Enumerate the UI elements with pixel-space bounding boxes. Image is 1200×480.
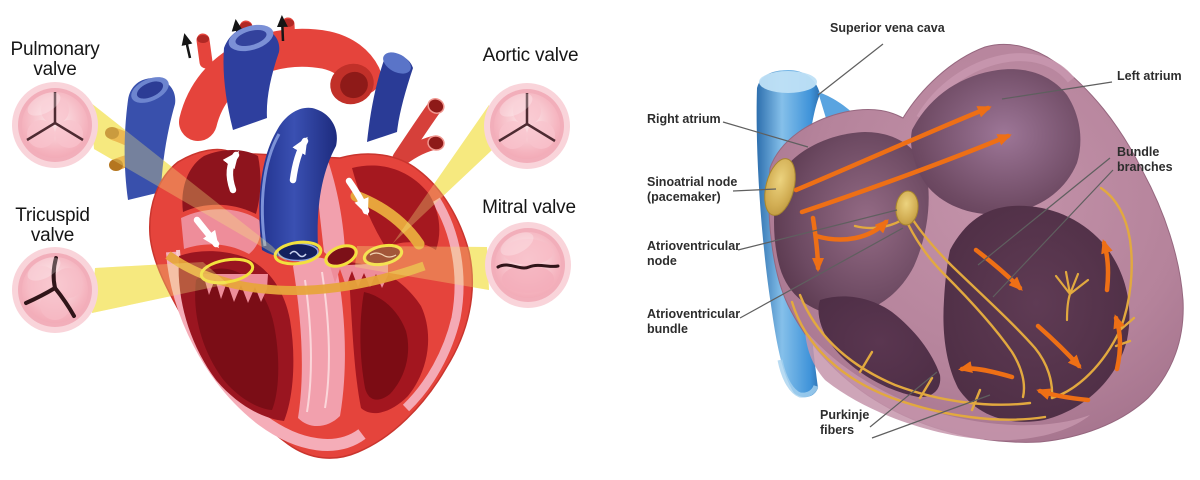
pulmonary-trunk	[259, 107, 337, 262]
valve-diagram-panel: Pulmonary valve Aortic valve Tricuspid v…	[10, 15, 579, 459]
left-atrium-label: Left atrium	[1117, 69, 1182, 83]
impulse-arrows	[793, 105, 1125, 403]
tricuspid-valve-inset	[12, 247, 98, 333]
aorta	[179, 17, 381, 141]
blood-flow-arrows	[193, 136, 370, 249]
spotlight-beams-overlay	[91, 103, 492, 313]
mitral-valve-inset	[485, 222, 571, 308]
atrioventricular-node	[895, 190, 919, 226]
purkinje-fibers-label: Purkinje fibers	[820, 408, 870, 437]
tricuspid-valve-label: Tricuspid valve	[15, 205, 90, 246]
heart-chambers	[178, 150, 440, 427]
aortic-valve-inset	[484, 83, 570, 169]
right-atrium-label: Right atrium	[647, 112, 721, 126]
atrioventricular-bundle-label: Atrioventricular bundle	[647, 307, 741, 336]
pulmonary-artery-branch-right	[367, 52, 413, 143]
sinoatrial-node	[764, 158, 796, 216]
valve-rings	[199, 240, 404, 285]
pulmonary-valve-inset	[12, 82, 98, 168]
mitral-valve-label: Mitral valve	[482, 197, 576, 218]
sinoatrial-node-label: Sinoatrial node (pacemaker)	[647, 175, 738, 204]
aortic-valve-label: Aortic valve	[482, 45, 579, 66]
left-pulmonary-vessels	[391, 98, 445, 169]
superior-vena-cava-label: Superior vena cava	[830, 21, 945, 35]
pulmonary-artery-branch-top	[223, 24, 280, 130]
conduction-diagram-panel: Superior vena cava Left atrium Right atr…	[620, 0, 1200, 480]
atrioventricular-node-label: Atrioventricular node	[647, 239, 741, 268]
conduction-illustration	[722, 43, 1184, 443]
pointer-lines	[722, 43, 1114, 439]
vena-cava-tube	[124, 77, 176, 200]
right-ventricle-cavity	[818, 296, 941, 398]
valve-illustration	[12, 15, 571, 459]
pulmonary-valve-label: Pulmonary valve	[10, 39, 100, 80]
bundle-branches-label: Bundle branches	[1117, 145, 1173, 174]
